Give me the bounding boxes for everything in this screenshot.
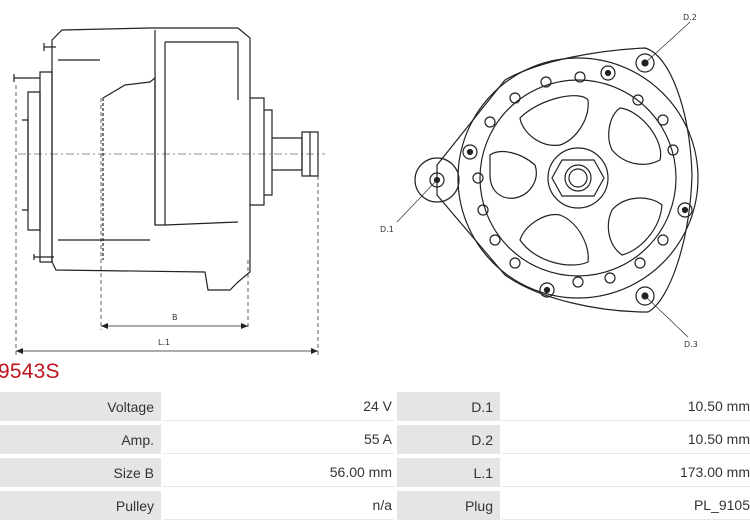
dimension-b-label: B <box>172 313 178 322</box>
d3-callout: D.3 <box>684 340 698 349</box>
spec-value: 24 V <box>163 392 394 421</box>
spec-row-amp: Amp. 55 A D.2 10.50 mm <box>0 423 750 456</box>
d1-callout: D.1 <box>380 225 394 234</box>
spec-label: D.1 <box>397 392 500 421</box>
alternator-side-view <box>13 27 325 355</box>
spec-label: Size B <box>0 458 161 487</box>
spec-table: Voltage 24 V D.1 10.50 mm Amp. 55 A D.2 … <box>0 390 750 522</box>
spec-row-size: Size B 56.00 mm L.1 173.00 mm <box>0 456 750 489</box>
spec-label: Pulley <box>0 491 161 520</box>
spec-row-voltage: Voltage 24 V D.1 10.50 mm <box>0 390 750 423</box>
spec-value: 56.00 mm <box>163 458 394 487</box>
dimension-l1-label: L.1 <box>158 338 170 347</box>
spec-value: 10.50 mm <box>502 425 750 454</box>
spec-value: 55 A <box>163 425 394 454</box>
spec-label: Amp. <box>0 425 161 454</box>
spec-value: n/a <box>163 491 394 520</box>
alternator-front-view <box>396 21 699 338</box>
spec-value: 173.00 mm <box>502 458 750 487</box>
alternator-technical-drawing: B L.1 <box>13 13 699 355</box>
product-code: 9543S <box>0 360 60 383</box>
spec-value: 10.50 mm <box>502 392 750 421</box>
spec-label: Plug <box>397 491 500 520</box>
spec-label: D.2 <box>397 425 500 454</box>
spec-row-pulley: Pulley n/a Plug PL_9105 <box>0 489 750 522</box>
spec-value: PL_9105 <box>502 491 750 520</box>
spec-label: Voltage <box>0 392 161 421</box>
spec-label: L.1 <box>397 458 500 487</box>
d2-callout: D.2 <box>683 13 697 22</box>
